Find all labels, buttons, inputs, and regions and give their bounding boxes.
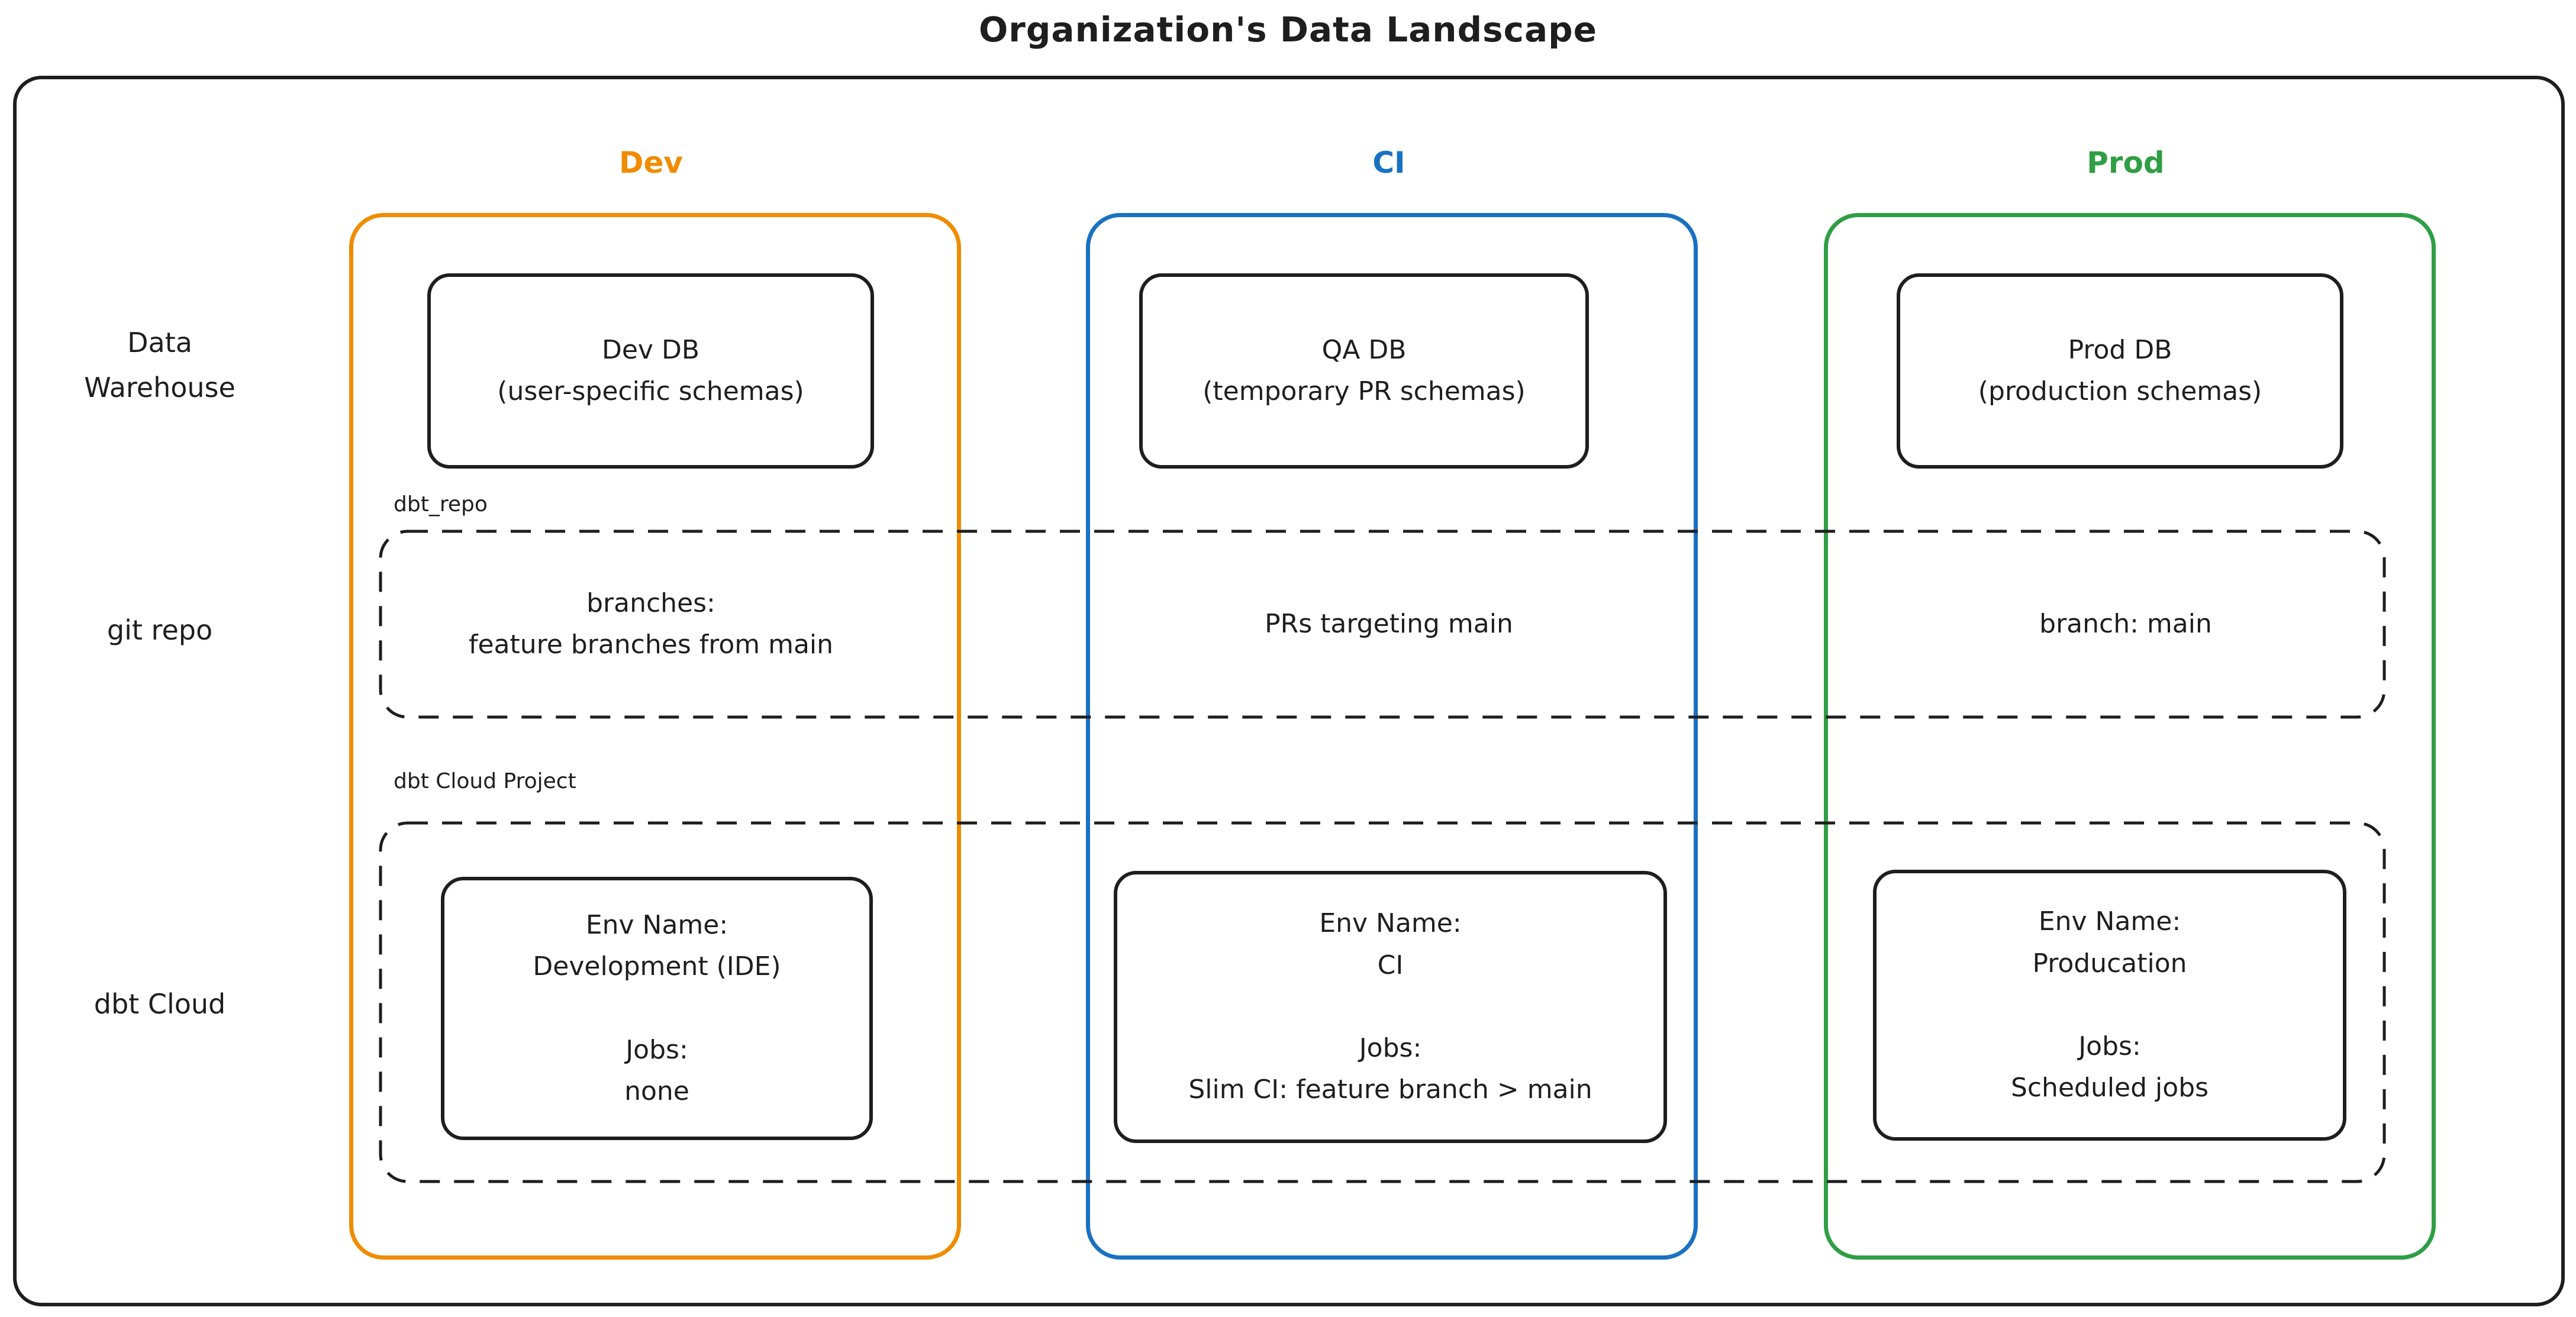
- column-frame-ci: [1086, 213, 1698, 1260]
- env-box-prod: Env Name: Producation Jobs: Scheduled jo…: [1873, 870, 2346, 1141]
- column-header-prod: Prod: [2087, 146, 2165, 180]
- git-text-line: branches:: [586, 588, 715, 618]
- dev-db-box: Dev DB (user-specific schemas): [427, 273, 874, 469]
- prod-db-box: Prod DB (production schemas): [1897, 273, 2343, 469]
- jobs-value: Scheduled jobs: [2010, 1073, 2209, 1103]
- db-name: Dev DB: [601, 334, 700, 365]
- row-label-line: Data: [127, 327, 192, 359]
- column-header-dev: Dev: [618, 146, 683, 180]
- outer-frame: [13, 76, 2565, 1306]
- jobs-label: Jobs:: [626, 1034, 688, 1065]
- row-label-git-repo: git repo: [107, 614, 213, 646]
- git-text-dev: branches: feature branches from main: [385, 568, 917, 680]
- git-text-line: feature branches from main: [468, 630, 834, 660]
- git-text-prod: branch: main: [1859, 568, 2392, 680]
- jobs-label: Jobs:: [1359, 1033, 1422, 1063]
- db-name: Prod DB: [2068, 334, 2172, 365]
- dbt-project-section-border: [379, 821, 2386, 1183]
- env-label: Env Name:: [2038, 906, 2181, 937]
- db-detail: (temporary PR schemas): [1202, 376, 1526, 406]
- page-title: Organization's Data Landscape: [979, 9, 1597, 50]
- column-frame-prod: [1824, 213, 2436, 1260]
- db-name: QA DB: [1321, 334, 1407, 365]
- jobs-label: Jobs:: [2078, 1031, 2141, 1061]
- db-detail: (user-specific schemas): [497, 376, 804, 406]
- column-frame-dev: [349, 213, 961, 1260]
- env-value: Development (IDE): [533, 951, 781, 982]
- env-box-ci: Env Name: CI Jobs: Slim CI: feature bran…: [1114, 871, 1667, 1143]
- env-value: Producation: [2032, 948, 2187, 979]
- qa-db-box: QA DB (temporary PR schemas): [1139, 273, 1589, 469]
- git-text-ci: PRs targeting main: [1123, 568, 1655, 680]
- dbt-project-section-label: dbt Cloud Project: [394, 769, 576, 793]
- jobs-value: none: [624, 1076, 689, 1106]
- git-text-line: branch: main: [2039, 608, 2212, 639]
- env-value: CI: [1377, 950, 1404, 980]
- jobs-value: Slim CI: feature branch > main: [1188, 1074, 1592, 1105]
- db-detail: (production schemas): [1978, 376, 2262, 406]
- env-label: Env Name:: [585, 909, 728, 940]
- env-label: Env Name:: [1319, 908, 1462, 939]
- row-label-data-warehouse: Data Warehouse: [30, 321, 290, 411]
- env-box-dev: Env Name: Development (IDE) Jobs: none: [441, 877, 873, 1140]
- git-repo-section-border: [379, 530, 2386, 719]
- git-text-line: PRs targeting main: [1265, 608, 1513, 639]
- row-label-dbt-cloud: dbt Cloud: [94, 988, 226, 1020]
- column-header-ci: CI: [1372, 146, 1405, 180]
- git-repo-section-label: dbt_repo: [394, 492, 488, 517]
- row-label-line: Warehouse: [84, 371, 236, 404]
